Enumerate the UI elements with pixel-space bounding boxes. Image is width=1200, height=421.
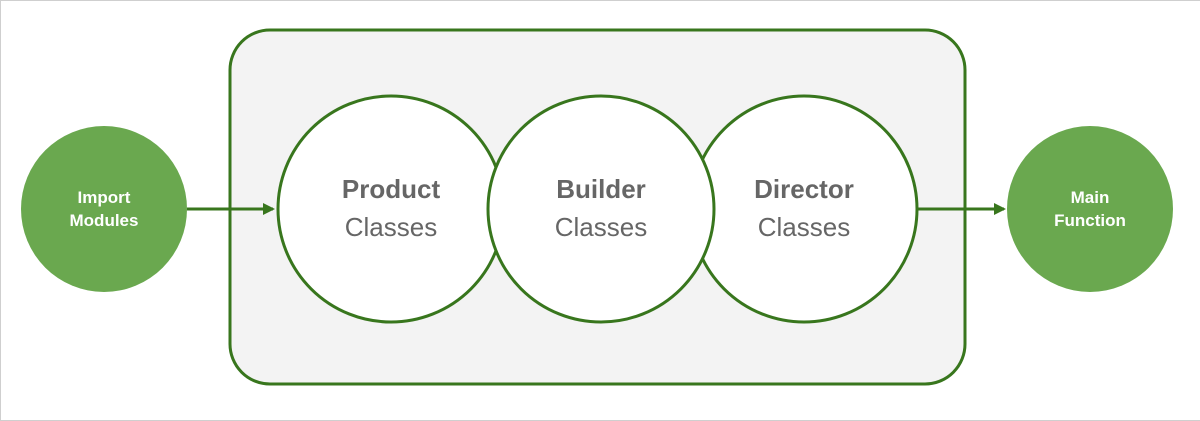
main-function-node: [1007, 126, 1173, 292]
builder-classes-node: [486, 94, 716, 324]
builder-title: Builder: [556, 174, 646, 204]
product-subtitle: Classes: [345, 212, 437, 242]
main-function-label-line1: Main: [1071, 188, 1110, 207]
product-title: Product: [342, 174, 441, 204]
director-title: Director: [754, 174, 854, 204]
builder-subtitle: Classes: [555, 212, 647, 242]
import-modules-node: [21, 126, 187, 292]
director-classes-node: [689, 94, 919, 324]
director-subtitle: Classes: [758, 212, 850, 242]
import-modules-label-line1: Import: [78, 188, 131, 207]
main-function-label-line2: Function: [1054, 211, 1126, 230]
product-classes-node: [276, 94, 506, 324]
import-modules-label-line2: Modules: [70, 211, 139, 230]
